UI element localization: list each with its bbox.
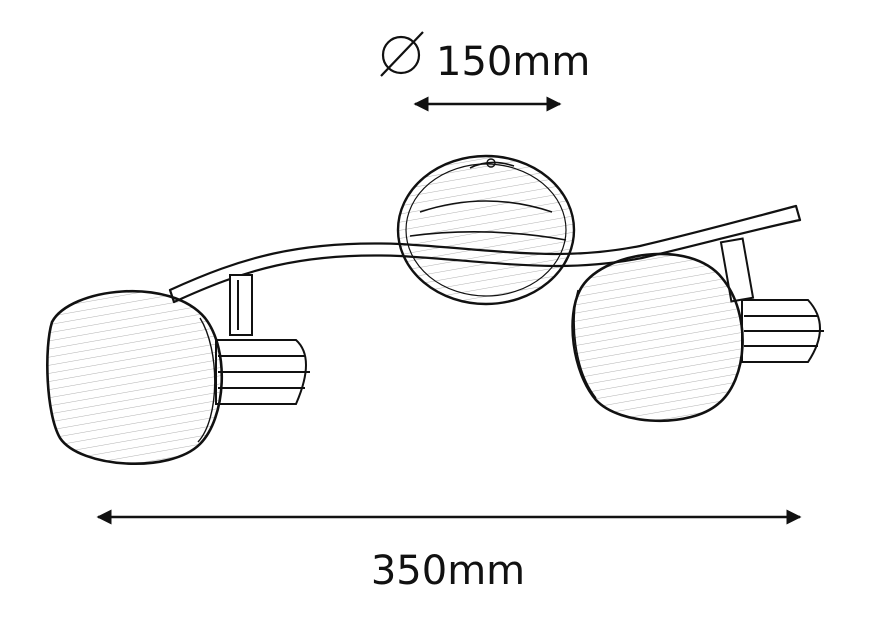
diameter-label: 150mm bbox=[436, 39, 590, 85]
left-stem bbox=[215, 274, 310, 405]
width-dimension: 350mm bbox=[96, 509, 802, 594]
diameter-symbol-icon bbox=[380, 31, 424, 77]
diameter-dimension: 150mm bbox=[380, 31, 590, 112]
left-shade bbox=[46, 289, 224, 466]
right-shade bbox=[571, 252, 744, 423]
width-label: 350mm bbox=[371, 548, 525, 594]
right-stem bbox=[719, 237, 824, 363]
ceiling-mount bbox=[396, 154, 576, 306]
